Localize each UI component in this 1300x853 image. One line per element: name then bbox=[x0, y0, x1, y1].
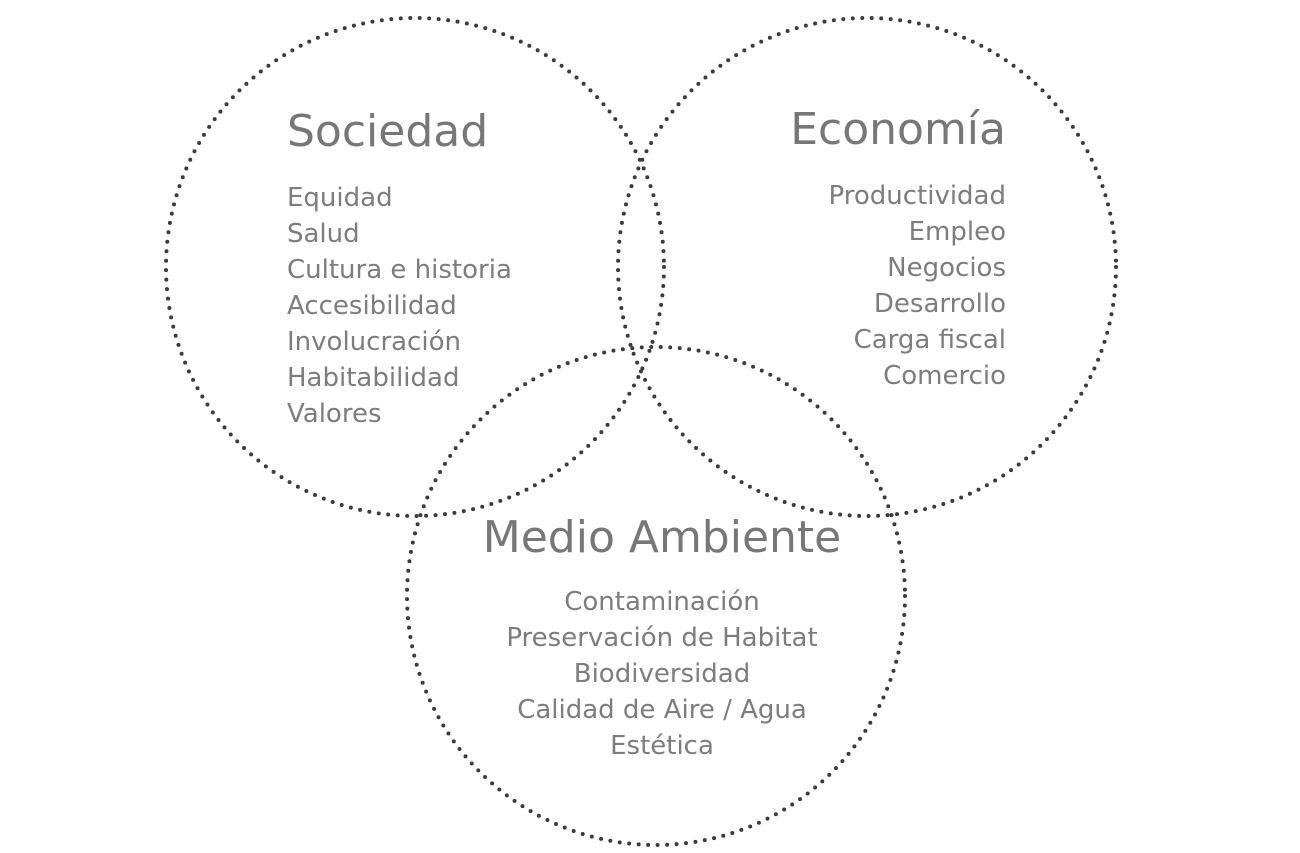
economia-item: Carga fiscal bbox=[853, 325, 1006, 355]
sociedad-item: Accesibilidad bbox=[287, 291, 457, 321]
sociedad-item: Involucración bbox=[287, 327, 461, 357]
medio-ambiente-item: Calidad de Aire / Agua bbox=[517, 695, 807, 725]
medio-ambiente-item: Contaminación bbox=[564, 587, 760, 617]
medio-ambiente-item: Preservación de Habitat bbox=[506, 623, 818, 653]
medio-ambiente-item: Biodiversidad bbox=[573, 659, 751, 689]
sociedad-items: Equidad Salud Cultura e historia Accesib… bbox=[287, 180, 512, 432]
sociedad-item: Salud bbox=[287, 219, 360, 249]
medio-ambiente-title: Medio Ambiente bbox=[482, 512, 842, 563]
medio-ambiente-group: Medio Ambiente Contaminación Preservació… bbox=[462, 512, 862, 764]
economia-item: Desarrollo bbox=[873, 289, 1006, 319]
sociedad-circle bbox=[164, 16, 666, 518]
economia-items: Productividad Empleo Negocios Desarrollo… bbox=[790, 178, 1007, 394]
economia-item: Comercio bbox=[883, 361, 1006, 391]
sociedad-item: Valores bbox=[287, 399, 382, 429]
medio-ambiente-item: Estética bbox=[610, 731, 714, 761]
sociedad-title: Sociedad bbox=[287, 106, 489, 157]
medio-ambiente-circle bbox=[405, 345, 907, 847]
sociedad-group: Sociedad Equidad Salud Cultura e histori… bbox=[287, 106, 512, 432]
sociedad-item: Cultura e historia bbox=[287, 255, 512, 285]
economia-title: Economía bbox=[790, 104, 1006, 155]
economia-item: Empleo bbox=[908, 217, 1006, 247]
medio-ambiente-items: Contaminación Preservación de Habitat Bi… bbox=[462, 584, 862, 764]
sociedad-item: Habitabilidad bbox=[287, 363, 460, 393]
economia-group: Economía Productividad Empleo Negocios D… bbox=[790, 104, 1006, 394]
economia-item: Productividad bbox=[828, 181, 1007, 211]
economia-circle bbox=[616, 16, 1118, 518]
economia-item: Negocios bbox=[887, 253, 1006, 283]
sociedad-item: Equidad bbox=[287, 183, 393, 213]
